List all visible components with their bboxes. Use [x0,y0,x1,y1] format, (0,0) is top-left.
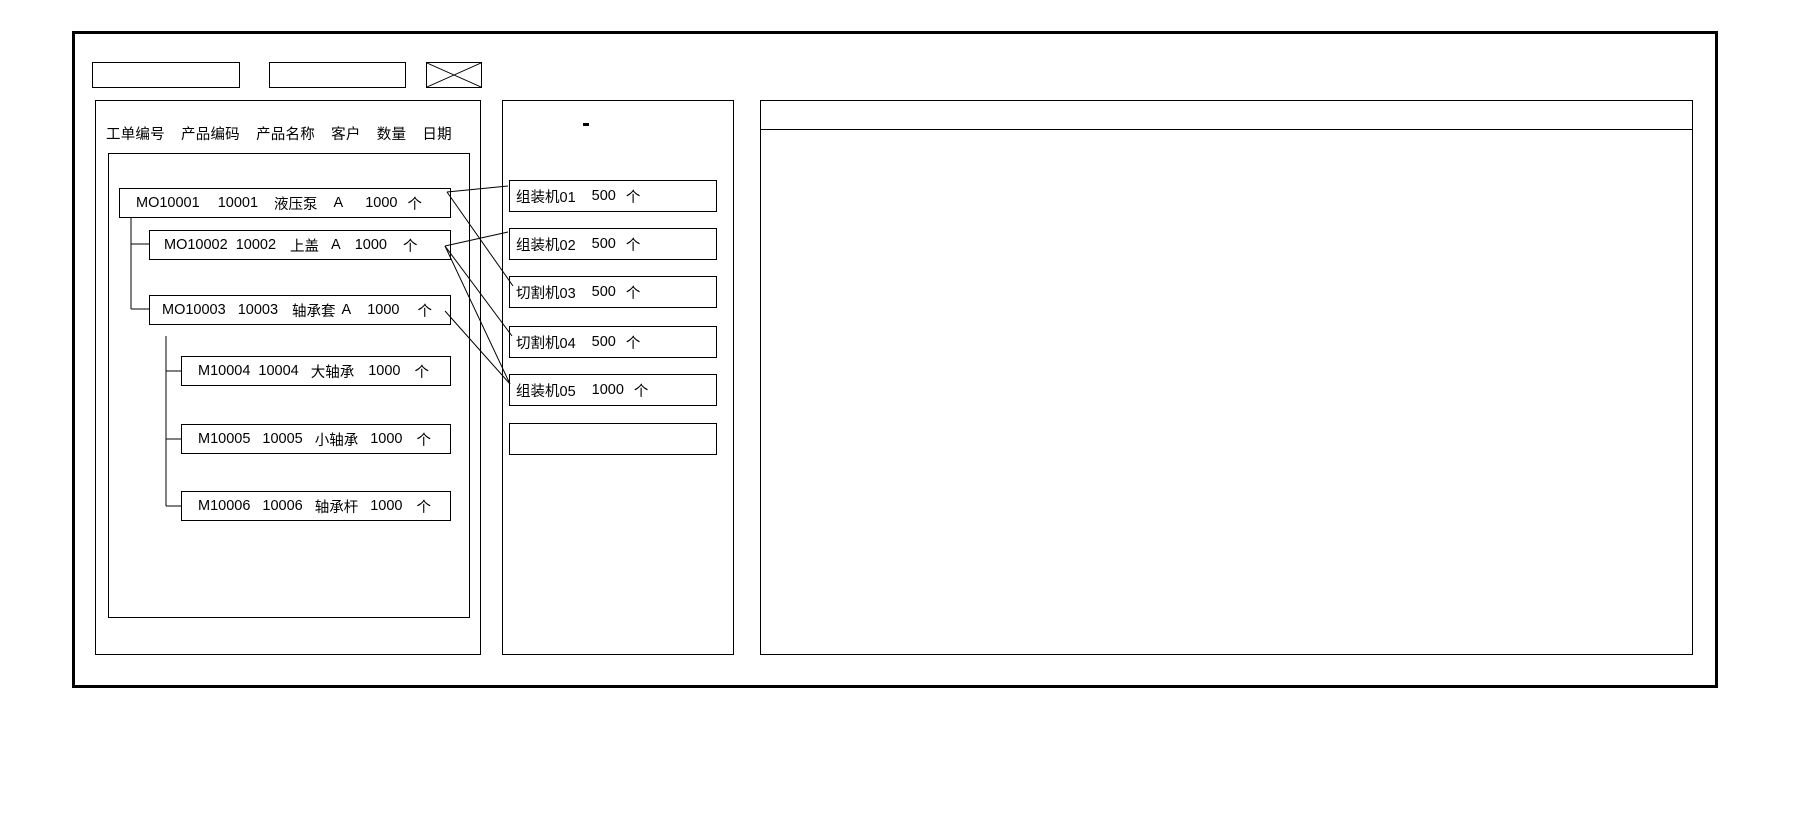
detail-panel-header-divider [761,129,1692,130]
column-header-customer: 客户 [331,127,361,143]
detail-panel [760,100,1693,655]
row-product-name: 液压泵 [274,196,318,213]
row-product-code: 10002 [235,237,277,253]
work-order-tree: MO10001 10001 液压泵 A 1000 个 MO10002 10002… [108,153,470,618]
machine-unit: 个 [625,285,641,302]
column-header-date: 日期 [422,127,452,143]
row-product-code: 10006 [262,498,303,514]
table-row[interactable]: M10004 10004 大轴承 1000 个 [181,356,451,386]
row-work-order: MO10002 [164,237,228,253]
row-unit: 个 [407,196,422,213]
machine-quantity: 500 [591,334,616,350]
row-product-code: 10001 [217,195,259,211]
row-work-order: M10004 [198,363,251,379]
row-work-order: M10006 [198,498,251,514]
cross-icon [427,63,481,87]
machine-quantity: 500 [591,188,616,204]
row-unit: 个 [414,364,430,381]
work-order-panel: 工单编号 产品编码 产品名称 客户 数量 日期 MO10001 10001 液压… [95,100,481,655]
row-quantity: 1000 [367,302,400,318]
machine-quantity: 1000 [591,382,624,398]
machine-name: 组装机05 [516,383,576,400]
machine-name: 组装机01 [516,189,576,206]
tree-connector-lines [130,216,181,507]
table-row[interactable]: M10006 10006 轴承杆 1000 个 [181,491,451,521]
row-quantity: 1000 [368,363,401,379]
machine-unit: 个 [633,383,649,400]
table-row[interactable]: MO10003 10003 轴承套 A 1000 个 [149,295,451,325]
row-quantity: 1000 [370,498,403,514]
toolbar-field-1[interactable] [92,62,240,88]
row-unit: 个 [402,238,418,255]
row-quantity: 1000 [354,237,387,253]
machine-allocation-panel: 组装机01 500 个 组装机02 500 个 切割机03 500 个 切割机0… [502,100,734,655]
row-unit: 个 [416,432,432,449]
row-work-order: M10005 [198,431,251,447]
row-work-order: MO10001 [136,195,200,211]
row-customer: A [331,237,341,253]
machine-name: 切割机03 [516,285,576,302]
column-header-product-code: 产品编码 [181,127,240,143]
row-customer: A [333,195,344,211]
list-item[interactable]: 切割机04 500 个 [509,326,717,358]
machine-name: 组装机02 [516,237,576,254]
row-product-code: 10004 [258,363,299,379]
list-item[interactable]: 切割机03 500 个 [509,276,717,308]
column-header-quantity: 数量 [376,127,407,143]
row-work-order: MO10003 [162,302,226,318]
work-order-column-headers: 工单编号 产品编码 产品名称 客户 数量 日期 [106,123,452,144]
column-header-product-name: 产品名称 [256,127,315,143]
row-product-name: 大轴承 [310,364,355,381]
row-product-name: 小轴承 [314,432,359,449]
row-product-name: 上盖 [290,238,320,255]
machine-unit: 个 [625,237,641,254]
machine-empty-slot[interactable] [509,423,717,455]
list-item[interactable]: 组装机02 500 个 [509,228,717,260]
machine-name: 切割机04 [516,335,576,352]
machine-quantity: 500 [591,236,616,252]
row-product-name: 轴承杆 [314,499,359,516]
list-item[interactable]: 组装机01 500 个 [509,180,717,212]
dash-marker-icon [583,123,589,126]
table-row[interactable]: MO10001 10001 液压泵 A 1000 个 [119,188,451,218]
machine-quantity: 500 [591,284,616,300]
machine-unit: 个 [625,335,641,352]
row-quantity: 1000 [365,195,398,211]
machine-unit: 个 [625,189,641,206]
row-product-code: 10005 [262,431,303,447]
row-quantity: 1000 [370,431,403,447]
row-product-code: 10003 [237,302,279,318]
row-unit: 个 [416,499,432,516]
table-row[interactable]: MO10002 10002 上盖 A 1000 个 [149,230,451,260]
table-row[interactable]: M10005 10005 小轴承 1000 个 [181,424,451,454]
toolbar-cross-button[interactable] [426,62,482,88]
row-customer: A [341,302,352,318]
row-product-name: 轴承套 [292,303,336,320]
list-item[interactable]: 组装机05 1000 个 [509,374,717,406]
row-unit: 个 [417,303,432,320]
column-header-work-order: 工单编号 [106,127,165,143]
toolbar-field-2[interactable] [269,62,406,88]
